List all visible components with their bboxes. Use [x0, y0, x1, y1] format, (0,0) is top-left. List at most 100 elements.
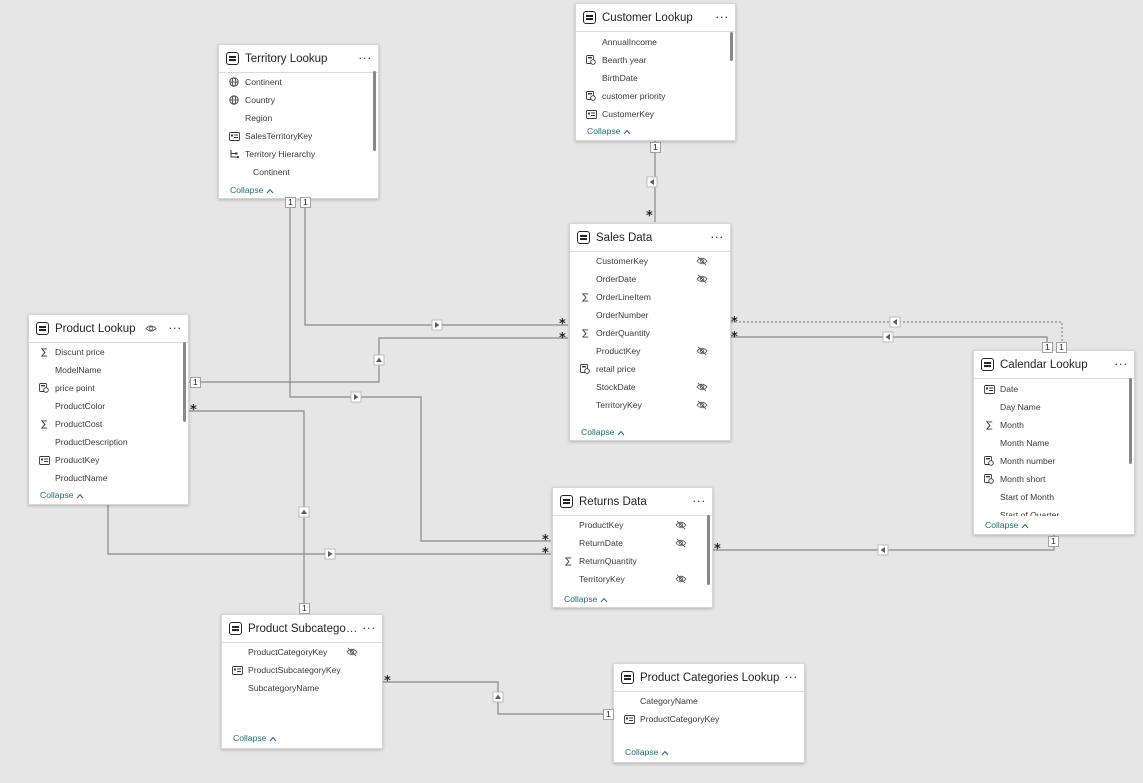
field-row[interactable]: OrderLineItem	[570, 288, 730, 306]
visibility-eye-icon[interactable]	[144, 324, 157, 333]
field-row[interactable]: ProductKey	[29, 451, 188, 469]
scrollbar[interactable]	[183, 342, 186, 422]
more-options-icon[interactable]: ···	[362, 622, 376, 635]
field-row[interactable]: ProductColor	[29, 397, 188, 415]
collapse-link[interactable]: Collapse	[625, 747, 669, 757]
table-card-subcat[interactable]: Product Subcategories Lookup···ProductCa…	[221, 614, 383, 749]
field-row[interactable]: Discunt price	[29, 343, 188, 361]
field-row[interactable]: Continent	[219, 163, 378, 181]
field-row[interactable]: ProductCategoryKey	[222, 643, 382, 661]
field-row[interactable]: customer priority	[576, 87, 735, 105]
field-row[interactable]: SalesTerritoryKey	[219, 127, 378, 145]
field-row[interactable]: Continent	[219, 73, 378, 91]
field-row[interactable]: ProductCategoryKey	[614, 710, 804, 728]
field-row[interactable]: CategoryName	[614, 692, 804, 710]
field-row[interactable]: price point	[29, 379, 188, 397]
field-row[interactable]: Month	[974, 416, 1134, 434]
field-row[interactable]: SubcategoryName	[222, 679, 382, 697]
field-row[interactable]: ModelName	[29, 361, 188, 379]
table-header[interactable]: Product Categories Lookup···	[614, 664, 804, 692]
field-row[interactable]: Month number	[974, 452, 1134, 470]
field-row[interactable]: AnnualIncome	[576, 33, 735, 51]
table-header[interactable]: Territory Lookup···	[219, 45, 378, 73]
field-row[interactable]: CustomerKey	[576, 105, 735, 123]
collapse-label: Collapse	[625, 747, 659, 757]
scrollbar[interactable]	[373, 71, 376, 151]
more-options-icon[interactable]: ···	[715, 11, 729, 24]
table-header[interactable]: Product Lookup···	[29, 315, 188, 343]
field-row[interactable]: ProductKey	[570, 342, 730, 360]
relationship-subcategory-product[interactable]	[189, 410, 305, 614]
field-row[interactable]: ProductDescription	[29, 433, 188, 451]
more-options-icon[interactable]: ···	[692, 495, 706, 508]
field-row[interactable]: ProductName	[29, 469, 188, 487]
more-options-icon[interactable]: ···	[784, 671, 798, 684]
collapse-link[interactable]: Collapse	[985, 520, 1029, 530]
scrollbar[interactable]	[730, 32, 733, 61]
table-header[interactable]: Sales Data···	[570, 224, 730, 252]
field-row[interactable]: Day Name	[974, 398, 1134, 416]
field-row[interactable]: retail price	[570, 360, 730, 378]
scrollbar[interactable]	[707, 515, 710, 585]
table-header[interactable]: Product Subcategories Lookup···	[222, 615, 382, 643]
table-header[interactable]: Returns Data···	[553, 488, 712, 516]
field-row[interactable]: TerritoryKey	[570, 396, 730, 414]
collapse-label: Collapse	[233, 733, 267, 743]
relationship-product-returns[interactable]	[107, 505, 551, 555]
field-row[interactable]: ProductCost	[29, 415, 188, 433]
field-row[interactable]: TerritoryKey	[553, 570, 712, 588]
field-row[interactable]: CustomerKey	[570, 252, 730, 270]
field-row[interactable]: ReturnQuantity	[553, 552, 712, 570]
field-row[interactable]: StockDate	[570, 378, 730, 396]
field-row[interactable]: BirthDate	[576, 69, 735, 87]
relationship-territory-sales[interactable]	[304, 199, 568, 326]
field-row[interactable]: OrderNumber	[570, 306, 730, 324]
collapse-link[interactable]: Collapse	[564, 594, 608, 604]
table-header[interactable]: Calendar Lookup···	[974, 351, 1134, 379]
relationship-territory-returns[interactable]	[289, 199, 551, 542]
field-row[interactable]: Month Name	[974, 434, 1134, 452]
collapse-link[interactable]: Collapse	[581, 427, 625, 437]
field-row[interactable]: Territory Hierarchy	[219, 145, 378, 163]
more-options-icon[interactable]: ···	[168, 322, 182, 335]
field-row[interactable]: Bearth year	[576, 51, 735, 69]
field-row[interactable]: Month short	[974, 470, 1134, 488]
table-header[interactable]: Customer Lookup···	[576, 4, 735, 32]
relationship-calendar-sales-inactive[interactable]	[731, 321, 1063, 350]
field-row[interactable]: ProductSubcategoryKey	[222, 661, 382, 679]
collapse-link[interactable]: Collapse	[233, 733, 277, 743]
field-row[interactable]: Region	[219, 109, 378, 127]
field-row[interactable]: OrderDate	[570, 270, 730, 288]
field-row[interactable]: Date	[974, 380, 1134, 398]
table-card-category[interactable]: Product Categories Lookup···CategoryName…	[613, 663, 805, 763]
collapse-link[interactable]: Collapse	[40, 490, 84, 500]
field-row[interactable]: Start of Month	[974, 488, 1134, 506]
field-row[interactable]: OrderQuantity	[570, 324, 730, 342]
more-options-icon[interactable]: ···	[358, 52, 372, 65]
field-row[interactable]: ReturnDate	[553, 534, 712, 552]
field-row[interactable]: Start of Quarter	[974, 506, 1134, 516]
collapse-link[interactable]: Collapse	[587, 126, 631, 136]
field-row[interactable]: ProductKey	[553, 516, 712, 534]
field-row[interactable]: Country	[219, 91, 378, 109]
more-options-icon[interactable]: ···	[710, 231, 724, 244]
collapse-link[interactable]: Collapse	[230, 185, 274, 195]
field-name: Day Name	[1000, 402, 1041, 412]
more-options-icon[interactable]: ···	[1114, 358, 1128, 371]
scrollbar[interactable]	[1129, 378, 1132, 464]
